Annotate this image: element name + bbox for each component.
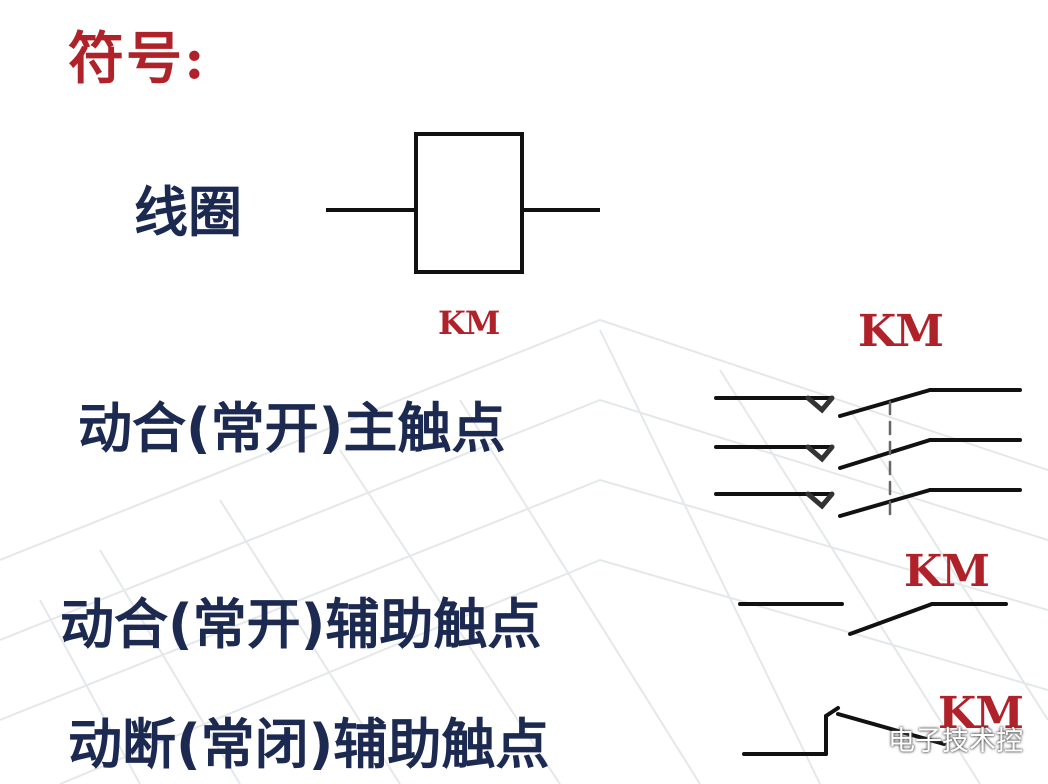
aux-no-contact-symbol [738,602,1008,636]
aux-nc-contact-symbol [742,706,946,756]
aux-no-contact-designator: KM [904,546,990,597]
watermark-text: 电子技术控 [888,725,1023,757]
main-contact-designator: KM [858,306,944,357]
wechat-icon [847,724,878,750]
aux-no-contact-label: 动合(常开)辅助触点 [60,593,542,656]
aux-nc-contact-label: 动断(常闭)辅助触点 [68,713,550,776]
page-title: 符号: [68,26,207,92]
watermark: 电子技术控 [846,718,1023,758]
coil-label: 线圈 [134,181,242,244]
coil-designator: KM [438,304,500,342]
aux-nc-contact-designator: KM [938,688,1024,739]
main-contact-label: 动合(常开)主触点 [78,397,506,460]
main-contact-symbol [714,388,1022,520]
coil-symbol [326,132,600,274]
